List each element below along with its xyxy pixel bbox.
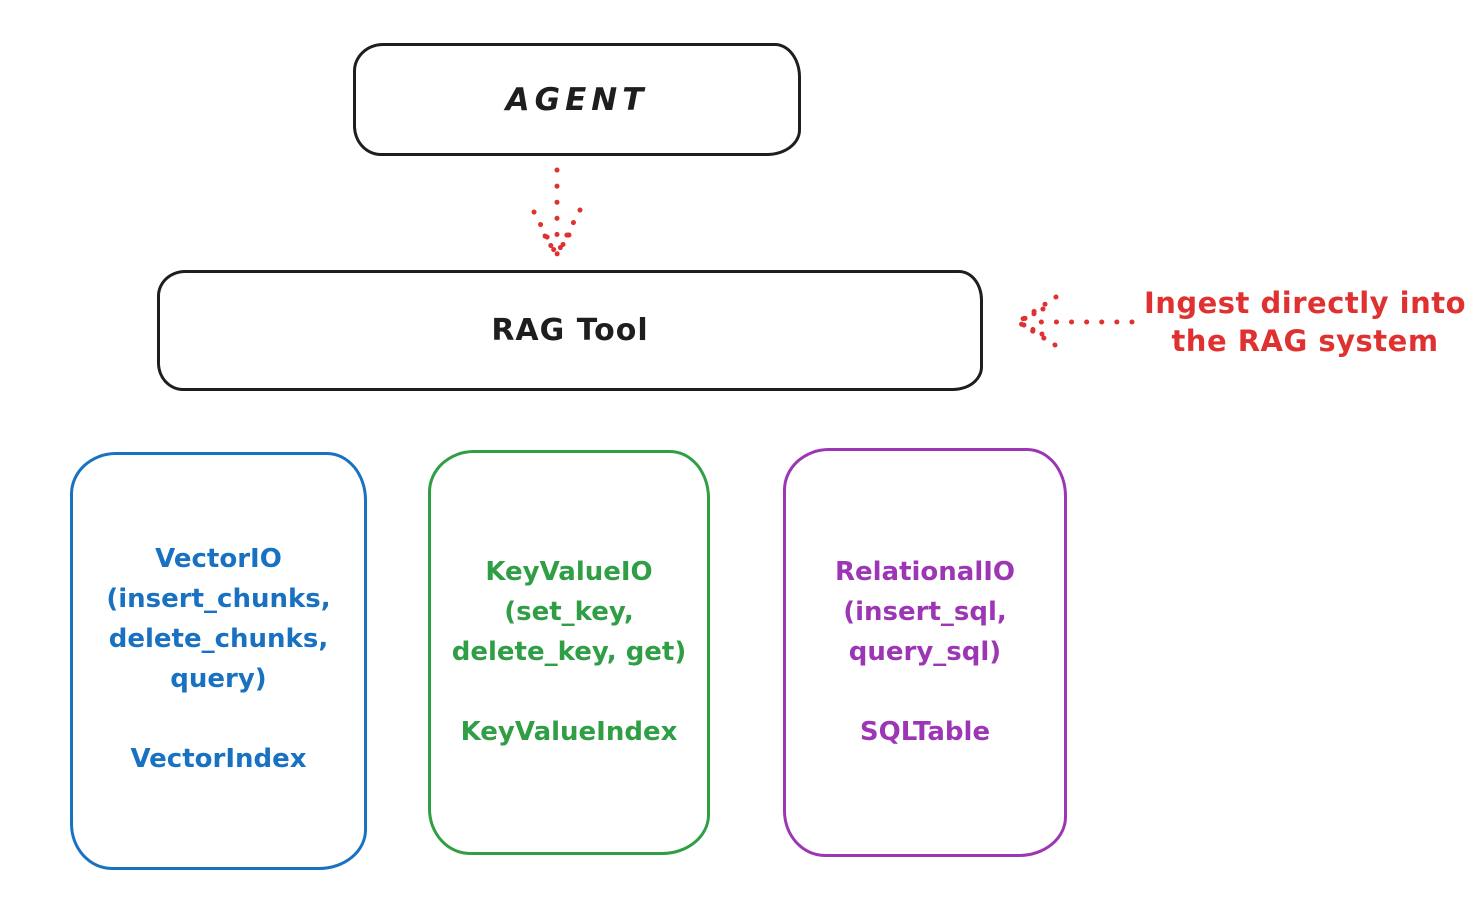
vector-io-node: VectorIO (insert_chunks, delete_chunks, … xyxy=(70,452,367,870)
key-value-io-node: KeyValueIO (set_key, delete_key, get) Ke… xyxy=(428,450,710,855)
ingest-into-rag-arrow xyxy=(1015,294,1135,348)
relational-io-lines: RelationalIO (insert_sql, query_sql) xyxy=(786,552,1064,672)
ingest-annotation-line: Ingest directly into xyxy=(1143,286,1467,320)
relational-io-line: RelationalIO xyxy=(834,557,1016,587)
agent-node: AGENT xyxy=(353,43,801,156)
key-value-io-line: (set_key, xyxy=(504,597,634,627)
ingest-annotation: Ingest directly into the RAG system xyxy=(1138,284,1472,360)
vector-io-lines: VectorIO (insert_chunks, delete_chunks, … xyxy=(73,539,364,699)
relational-io-line: query_sql) xyxy=(848,637,1002,667)
rag-tool-node: RAG Tool xyxy=(157,270,983,391)
relational-io-node: RelationalIO (insert_sql, query_sql) SQL… xyxy=(783,448,1067,857)
key-value-index-label: KeyValueIndex xyxy=(460,717,678,747)
key-value-io-line: delete_key, get) xyxy=(451,637,687,667)
agent-label: AGENT xyxy=(505,81,649,118)
relational-io-line: (insert_sql, xyxy=(843,597,1007,627)
key-value-io-lines: KeyValueIO (set_key, delete_key, get) xyxy=(431,552,707,672)
vector-index-label: VectorIndex xyxy=(130,744,307,774)
agent-to-rag-tool-arrow xyxy=(531,167,583,257)
vector-io-line: VectorIO xyxy=(155,544,282,574)
vector-io-line: query) xyxy=(170,664,267,694)
key-value-io-line: KeyValueIO xyxy=(485,557,653,587)
ingest-annotation-line: the RAG system xyxy=(1171,324,1439,358)
vector-io-line: delete_chunks, xyxy=(108,624,329,654)
vector-io-line: (insert_chunks, xyxy=(106,584,331,614)
rag-tool-label: RAG Tool xyxy=(491,313,649,348)
sql-table-label: SQLTable xyxy=(859,717,991,747)
